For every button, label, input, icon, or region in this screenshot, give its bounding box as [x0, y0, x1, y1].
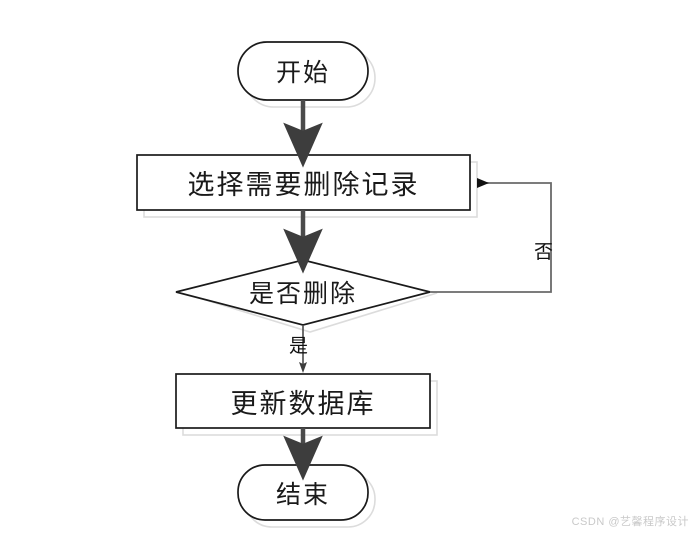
edge-decide-no-loop-to-select [430, 178, 552, 293]
node-decide-shape[interactable] [175, 259, 431, 326]
node-start-shape[interactable] [237, 41, 369, 101]
edge-label-yes: 是 [289, 336, 309, 357]
node-select-shape[interactable] [136, 154, 471, 211]
edge-label-no: 否 [534, 242, 554, 263]
node-update-shape[interactable] [175, 373, 431, 429]
node-end-shape[interactable] [237, 464, 369, 521]
csdn-watermark: CSDN @艺馨程序设计 [571, 516, 689, 528]
